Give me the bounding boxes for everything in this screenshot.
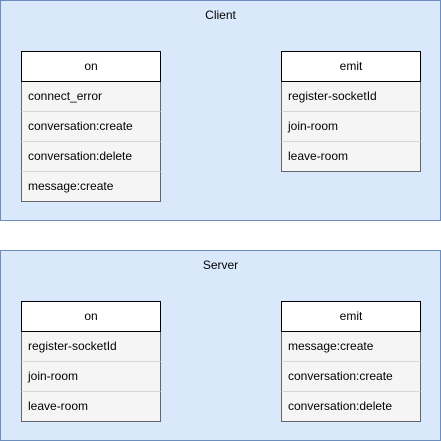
client-emit-item: register-socketId (281, 82, 421, 112)
client-on-item: conversation:delete (21, 142, 161, 172)
client-emit-header: emit (281, 51, 421, 82)
client-emit-table: emit register-socketId join-room leave-r… (281, 51, 421, 172)
client-on-header: on (21, 51, 161, 82)
client-on-item: connect_error (21, 82, 161, 112)
client-emit-item: leave-room (281, 142, 421, 172)
server-on-item: leave-room (21, 392, 161, 422)
client-container: Client on connect_error conversation:cre… (0, 0, 441, 221)
client-on-table: on connect_error conversation:create con… (21, 51, 161, 202)
server-emit-item: conversation:create (281, 362, 421, 392)
server-title: Server (202, 258, 239, 272)
client-on-item: message:create (21, 172, 161, 202)
server-on-item: join-room (21, 362, 161, 392)
server-container: Server on register-socketId join-room le… (0, 250, 441, 441)
server-emit-table: emit message:create conversation:create … (281, 301, 421, 422)
server-emit-item: message:create (281, 332, 421, 362)
server-on-table: on register-socketId join-room leave-roo… (21, 301, 161, 422)
server-on-item: register-socketId (21, 332, 161, 362)
client-on-item: conversation:create (21, 112, 161, 142)
client-emit-item: join-room (281, 112, 421, 142)
server-emit-item: conversation:delete (281, 392, 421, 422)
server-emit-header: emit (281, 301, 421, 332)
client-title: Client (205, 8, 236, 22)
server-on-header: on (21, 301, 161, 332)
